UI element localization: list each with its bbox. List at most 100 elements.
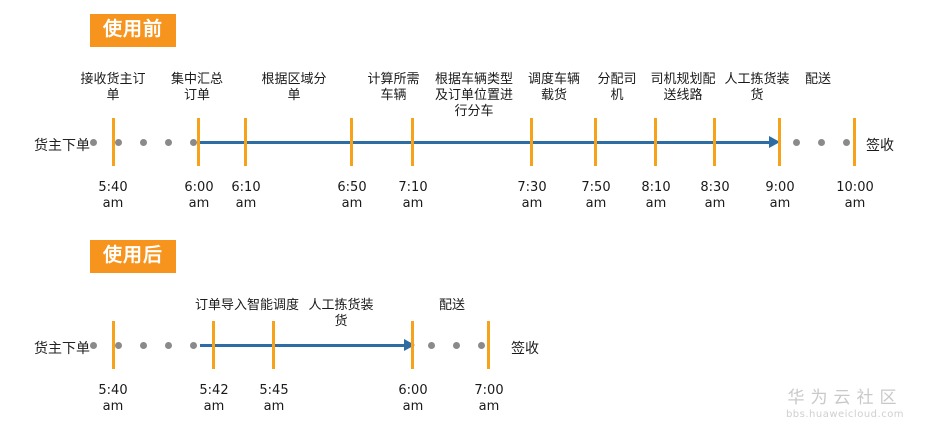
stage-label-after-1: 订单导入 — [194, 298, 247, 313]
axis-dot — [90, 342, 97, 349]
stage-label-before-10: 配送 — [804, 72, 831, 87]
timeline-arrow-before — [200, 141, 770, 144]
axis-dot — [115, 342, 122, 349]
tick-0710-before — [411, 118, 414, 166]
tick-0700-after — [487, 321, 490, 369]
time-value: 6:10 — [231, 180, 261, 195]
time-label-before-11: 10:00 am — [825, 180, 885, 212]
axis-dot — [190, 139, 197, 146]
time-value: 7:00 — [474, 383, 504, 398]
time-label-before-2: 6:00 am — [169, 180, 229, 212]
time-label-before-3: 6:10 am — [216, 180, 276, 212]
tick-0600-after — [411, 321, 414, 369]
time-value: 7:10 — [398, 180, 428, 195]
time-value: 8:10 — [641, 180, 671, 195]
time-value: 5:42 — [199, 383, 229, 398]
axis-dot — [165, 139, 172, 146]
time-value: 6:00 — [184, 180, 214, 195]
time-value: 5:40 — [98, 383, 128, 398]
axis-dot — [793, 139, 800, 146]
watermark-url: bbs.huaweicloud.com — [785, 409, 905, 420]
time-meridiem: am — [263, 399, 285, 414]
time-meridiem: am — [769, 196, 791, 211]
axis-row-label-before: 货主下单 — [34, 138, 90, 154]
time-label-before-7: 7:50 am — [566, 180, 626, 212]
stage-label-before-6: 调度车辆载货 — [527, 72, 580, 103]
time-meridiem: am — [585, 196, 607, 211]
stage-label-after-2: 智能调度 — [246, 298, 299, 313]
time-label-before-4: 6:50 am — [322, 180, 382, 212]
time-meridiem: am — [341, 196, 363, 211]
time-label-after-1: 5:40 am — [83, 383, 143, 415]
tail-text-after: 签收 — [511, 341, 539, 357]
tick-0542-after — [212, 321, 215, 369]
stage-label-before-2: 集中汇总订单 — [170, 72, 223, 103]
time-label-after-2: 5:42 am — [184, 383, 244, 415]
axis-dot — [843, 139, 850, 146]
axis-dot — [115, 139, 122, 146]
stage-label-before-4: 计算所需车辆 — [367, 72, 420, 103]
time-value: 5:45 — [259, 383, 289, 398]
stage-label-before-8: 司机规划配送线路 — [650, 72, 716, 103]
tick-0830-before — [713, 118, 716, 166]
tick-1000-before — [853, 118, 856, 166]
time-meridiem: am — [102, 196, 124, 211]
stage-label-before-3: 根据区域分单 — [261, 72, 327, 103]
time-meridiem: am — [704, 196, 726, 211]
axis-dot — [478, 342, 485, 349]
time-meridiem: am — [402, 196, 424, 211]
time-meridiem: am — [521, 196, 543, 211]
tick-0730-before — [530, 118, 533, 166]
time-meridiem: am — [188, 196, 210, 211]
time-meridiem: am — [645, 196, 667, 211]
time-label-before-5: 7:10 am — [383, 180, 443, 212]
time-value: 6:50 — [337, 180, 367, 195]
time-meridiem: am — [102, 399, 124, 414]
timeline-arrow-head-before — [769, 136, 780, 148]
time-label-after-5: 7:00 am — [459, 383, 519, 415]
axis-dot — [140, 342, 147, 349]
time-value: 8:30 — [700, 180, 730, 195]
watermark-brand: 华为云社区 — [787, 388, 903, 408]
time-meridiem: am — [402, 399, 424, 414]
time-label-before-10: 9:00 am — [750, 180, 810, 212]
time-value: 5:40 — [98, 180, 128, 195]
time-label-after-3: 5:45 am — [244, 383, 304, 415]
stage-label-after-3: 人工拣货装货 — [308, 298, 374, 329]
time-label-before-8: 8:10 am — [626, 180, 686, 212]
section-badge-after: 使用后 — [90, 240, 177, 273]
time-meridiem: am — [203, 399, 225, 414]
time-value: 7:30 — [517, 180, 547, 195]
time-meridiem: am — [235, 196, 257, 211]
section-badge-before: 使用前 — [90, 14, 177, 47]
axis-dot — [165, 342, 172, 349]
tail-text-before: 签收 — [866, 138, 894, 154]
stage-label-before-7: 分配司机 — [597, 72, 637, 103]
axis-row-label-after: 货主下单 — [34, 341, 90, 357]
time-meridiem: am — [478, 399, 500, 414]
stage-label-before-5: 根据车辆类型及订单位置进行分车 — [434, 72, 513, 119]
tick-0900-before — [778, 118, 781, 166]
time-value: 10:00 — [836, 180, 874, 195]
timeline-arrow-after — [200, 344, 405, 347]
axis-dot — [190, 342, 197, 349]
time-label-before-9: 8:30 am — [685, 180, 745, 212]
stage-label-before-9: 人工拣货装货 — [724, 72, 790, 103]
time-value: 6:00 — [398, 383, 428, 398]
tick-0600-before — [197, 118, 200, 166]
time-label-after-4: 6:00 am — [383, 383, 443, 415]
stage-label-after-4: 配送 — [438, 298, 465, 313]
time-value: 9:00 — [765, 180, 795, 195]
axis-dot — [428, 342, 435, 349]
watermark: 华为云社区 bbs.huaweicloud.com — [772, 388, 918, 421]
time-meridiem: am — [844, 196, 866, 211]
time-label-before-6: 7:30 am — [502, 180, 562, 212]
tick-0650-before — [350, 118, 353, 166]
axis-dot — [140, 139, 147, 146]
axis-dot — [453, 342, 460, 349]
tick-0810-before — [654, 118, 657, 166]
time-label-before-1: 5:40 am — [83, 180, 143, 212]
timeline-arrow-head-after — [404, 339, 415, 351]
stage-label-before-1: 接收货主订单 — [80, 72, 146, 103]
